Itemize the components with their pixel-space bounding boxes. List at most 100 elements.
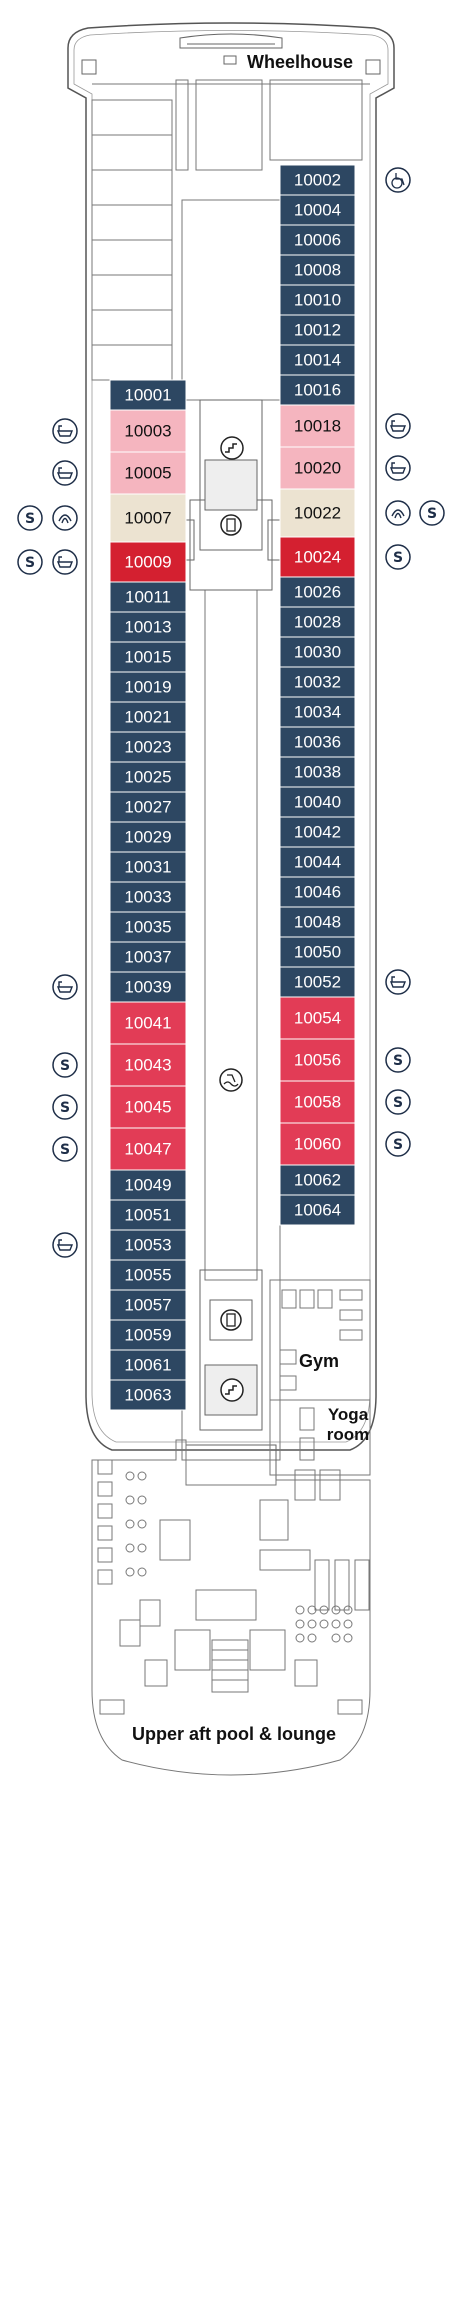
cabin-10029[interactable] [109,821,187,853]
cabin-10042[interactable] [279,816,356,848]
cabin-10007[interactable] [109,493,187,543]
cabin-10033[interactable] [109,881,187,913]
cabin-10001[interactable] [109,379,187,411]
cabin-10056[interactable] [279,1038,356,1082]
cabin-label-10029: 10029 [124,827,171,846]
cabin-10036[interactable] [279,726,356,758]
elevator-glyph-aft [226,1313,236,1327]
cabin-label-10063: 10063 [124,1385,171,1404]
cabin-label-10045: 10045 [124,1097,171,1116]
cabin-10037[interactable] [109,941,187,973]
cabin-label-10034: 10034 [294,702,341,721]
cabin-10023[interactable] [109,731,187,763]
aft-deck [91,1439,371,1776]
cabin-10008[interactable] [279,254,356,286]
bathtub-icon [52,549,78,575]
cabin-10020[interactable] [279,446,356,490]
svg-text:S: S [60,1142,70,1158]
cabin-label-10004: 10004 [294,200,341,219]
cabin-label-10036: 10036 [294,732,341,751]
cabin-10019[interactable] [109,671,187,703]
cabin-10062[interactable] [279,1164,356,1196]
suite-icon: S [385,1047,411,1073]
cabin-10026[interactable] [279,576,356,608]
cabin-label-10047: 10047 [124,1139,171,1158]
cabin-label-10032: 10032 [294,672,341,691]
cabin-10052[interactable] [279,966,356,998]
cabin-label-10049: 10049 [124,1175,171,1194]
cabin-10039[interactable] [109,971,187,1003]
cabin-10044[interactable] [279,846,356,878]
cabin-10064[interactable] [279,1194,356,1226]
cabin-label-10046: 10046 [294,882,341,901]
cabin-10060[interactable] [279,1122,356,1166]
suite-icon: S [17,505,43,531]
cabin-label-10012: 10012 [294,320,341,339]
cabin-10002[interactable] [279,164,356,196]
cabin-label-10002: 10002 [294,170,341,189]
cabin-10006[interactable] [279,224,356,256]
bathtub-icon [52,974,78,1000]
bathtub-icon [385,455,411,481]
bathtub-icon [52,460,78,486]
svg-text:S: S [60,1100,70,1116]
cabin-label-10042: 10042 [294,822,341,841]
cabin-label-10031: 10031 [124,857,171,876]
central-corridor [181,199,281,1461]
cabin-10032[interactable] [279,666,356,698]
cabin-10063[interactable] [109,1379,187,1411]
cabin-label-10048: 10048 [294,912,341,931]
pool-glyph-mid [223,1074,239,1087]
suite-icon: S [52,1136,78,1162]
cabin-10024[interactable] [279,536,356,578]
cabin-10055[interactable] [109,1259,187,1291]
cabin-10005[interactable] [109,451,187,495]
stairs-glyph-forward [225,443,237,453]
cabin-10035[interactable] [109,911,187,943]
cabin-10057[interactable] [109,1289,187,1321]
cabin-label-10058: 10058 [294,1092,341,1111]
cabin-label-10050: 10050 [294,942,341,961]
cabin-10003[interactable] [109,409,187,453]
svg-text:S: S [393,550,403,566]
cabin-10012[interactable] [279,314,356,346]
cabin-label-10057: 10057 [124,1295,171,1314]
elevator-glyph-forward [226,518,236,532]
cabin-10034[interactable] [279,696,356,728]
cabin-label-10011: 10011 [125,587,171,606]
cabin-10015[interactable] [109,641,187,673]
cabin-10045[interactable] [109,1085,187,1129]
cabin-label-10052: 10052 [294,972,341,991]
cabin-10043[interactable] [109,1043,187,1087]
cabin-10038[interactable] [279,756,356,788]
cabin-10028[interactable] [279,606,356,638]
cabin-10059[interactable] [109,1319,187,1351]
cabin-10030[interactable] [279,636,356,668]
gym-label: Gym [299,1351,339,1371]
cabin-10025[interactable] [109,761,187,793]
cabin-label-10035: 10035 [124,917,171,936]
cabin-10016[interactable] [279,374,356,406]
cabin-label-10056: 10056 [294,1050,341,1069]
cabin-10018[interactable] [279,404,356,448]
cabin-label-10021: 10021 [124,707,171,726]
cabin-label-10039: 10039 [124,977,171,996]
cabin-10004[interactable] [279,194,356,226]
cabin-10027[interactable] [109,791,187,823]
cabin-10010[interactable] [279,284,356,316]
suite-icon: S [385,544,411,570]
cabin-10051[interactable] [109,1199,187,1231]
cabin-10049[interactable] [109,1169,187,1201]
bathtub-icon [52,418,78,444]
cabin-10054[interactable] [279,996,356,1040]
cabin-10022[interactable] [279,488,356,538]
cabin-label-10018: 10018 [294,416,341,435]
cabin-10021[interactable] [109,701,187,733]
cabin-10031[interactable] [109,851,187,883]
cabin-10040[interactable] [279,786,356,818]
suite-icon: S [385,1089,411,1115]
aft-pool-label: Upper aft pool & lounge [132,1724,336,1744]
cabin-10014[interactable] [279,344,356,376]
cabin-label-10043: 10043 [124,1055,171,1074]
